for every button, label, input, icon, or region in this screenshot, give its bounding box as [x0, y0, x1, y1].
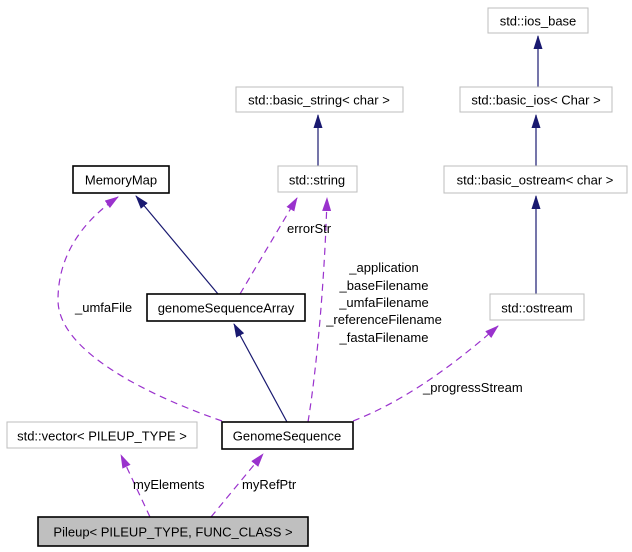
node-std-string-box	[277, 165, 358, 193]
edge-label-progressstream: _progressStream	[422, 380, 523, 395]
node-genomesequencearray-label: genomeSequenceArray	[158, 301, 295, 316]
node-std-basic-ios-box	[459, 86, 613, 113]
edge-umfafile	[57, 196, 223, 422]
node-pileup: Pileup< PILEUP_TYPE, FUNC_CLASS >	[37, 516, 309, 547]
edge-genome-fields	[307, 197, 332, 423]
node-std-basic-string-box	[235, 86, 404, 113]
node-std-basic-ostream-box	[443, 165, 628, 194]
node-memorymap-box[interactable]	[72, 165, 170, 194]
edge-label-application: _application	[348, 260, 418, 275]
node-std-basic-string: std::basic_string< char >	[235, 86, 404, 113]
node-memorymap-label: MemoryMap	[85, 173, 157, 188]
node-std-ios-base: std::ios_base	[487, 7, 589, 34]
node-std-vector-box	[6, 421, 198, 449]
edge-label-fastafilename: _fastaFilename	[339, 330, 429, 345]
node-std-ios-base-label: std::ios_base	[500, 14, 577, 29]
node-std-ostream: std::ostream	[489, 293, 585, 321]
edge-label-myrefptr: myRefPtr	[242, 477, 297, 492]
edge-genomesequence-to-genomesequencearray	[233, 323, 288, 423]
node-std-vector: std::vector< PILEUP_TYPE >	[6, 421, 198, 449]
node-genomesequencearray[interactable]: genomeSequenceArray	[146, 293, 306, 322]
node-genomesequence-label: GenomeSequence	[233, 429, 341, 444]
node-pileup-box	[37, 516, 309, 547]
node-std-string-label: std::string	[289, 173, 345, 188]
node-std-vector-label: std::vector< PILEUP_TYPE >	[17, 429, 187, 444]
node-std-basic-ios: std::basic_ios< Char >	[459, 86, 613, 113]
node-std-ostream-box	[489, 293, 585, 321]
edge-label-umfafilename: _umfaFilename	[338, 295, 429, 310]
node-std-basic-ostream: std::basic_ostream< char >	[443, 165, 628, 194]
edge-label-errorstr: errorStr	[287, 221, 332, 236]
edge-genomesequencearray-to-memorymap	[135, 195, 219, 295]
edge-myrefptr	[210, 453, 264, 518]
edge-label-basefilename: _baseFilename	[339, 278, 429, 293]
edge-label-myelements: myElements	[133, 477, 205, 492]
edge-label-genome-fields: _application _baseFilename _umfaFilename…	[325, 260, 442, 345]
edge-progressstream	[352, 325, 499, 422]
node-memorymap[interactable]: MemoryMap	[72, 165, 170, 194]
node-std-ostream-label: std::ostream	[501, 301, 573, 316]
node-std-basic-ios-label: std::basic_ios< Char >	[471, 93, 600, 108]
node-std-ios-base-box	[487, 7, 589, 34]
node-genomesequence[interactable]: GenomeSequence	[221, 421, 354, 450]
node-genomesequencearray-box[interactable]	[146, 293, 306, 322]
edge-label-referencefilename: _referenceFilename	[325, 312, 442, 327]
node-std-basic-string-label: std::basic_string< char >	[248, 93, 390, 108]
node-std-string: std::string	[277, 165, 358, 193]
node-genomesequence-box[interactable]	[221, 421, 354, 450]
node-pileup-label: Pileup< PILEUP_TYPE, FUNC_CLASS >	[53, 525, 292, 540]
edge-errorstr	[239, 197, 298, 295]
node-std-basic-ostream-label: std::basic_ostream< char >	[457, 173, 614, 188]
edge-label-umfafile: _umfaFile	[74, 300, 132, 315]
